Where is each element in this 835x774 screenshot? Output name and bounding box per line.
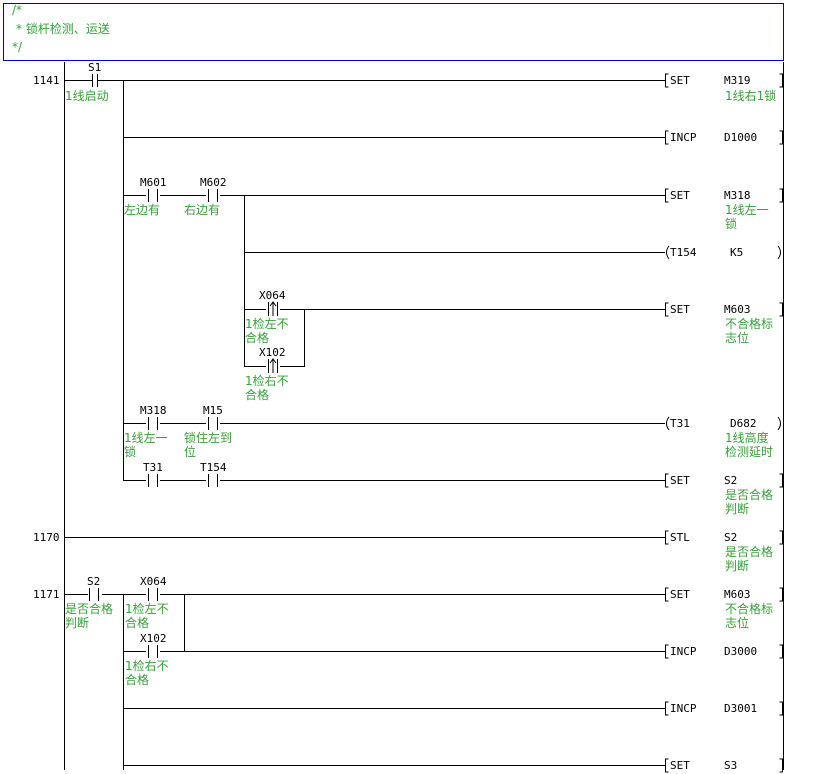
- instruction-operand: M318: [724, 189, 751, 202]
- contact-label: X064: [140, 575, 167, 588]
- instruction-set-s2[interactable]: SET S2 是否合格 判断: [665, 473, 783, 516]
- contact-comment: 1检左不: [245, 316, 289, 331]
- instruction-name: SET: [670, 74, 690, 87]
- contact-label: S2: [87, 575, 100, 588]
- timer-coil-t154[interactable]: T154 K5: [666, 245, 781, 260]
- instruction-comment: 检测延时: [725, 444, 773, 459]
- instruction-comment: 判断: [725, 558, 749, 573]
- instruction-comment: 判断: [725, 501, 749, 516]
- instruction-name: T154: [670, 246, 697, 259]
- instruction-comment: 不合格标: [725, 601, 773, 616]
- instruction-name: SET: [670, 474, 690, 487]
- instruction-comment: 志位: [725, 615, 749, 630]
- instruction-incp-d3001[interactable]: INCP D3001: [665, 701, 783, 716]
- instruction-comment: 1线右1锁: [725, 88, 776, 103]
- instruction-name: T31: [670, 417, 690, 430]
- instruction-incp-d1000[interactable]: INCP D1000: [665, 130, 783, 145]
- instruction-operand: D682: [730, 417, 757, 430]
- contact-comment: 锁住左到: [184, 430, 232, 445]
- instruction-name: INCP: [670, 645, 697, 658]
- contact-comment: 1检右不: [245, 373, 289, 388]
- timer-coil-t31[interactable]: T31 D682 1线高度 检测延时: [666, 416, 781, 459]
- contact-comment: 右边有: [184, 202, 220, 217]
- instruction-comment: 不合格标: [725, 316, 773, 331]
- instruction-set-m319[interactable]: SET M319 1线右1锁: [665, 73, 783, 103]
- instruction-set-m318[interactable]: SET M318 1线左一 锁: [665, 188, 783, 231]
- comment-line-3: */: [12, 40, 23, 54]
- contact-label: M15: [203, 404, 223, 417]
- contact-m15[interactable]: M15 锁住左到 位: [184, 404, 232, 459]
- instruction-name: INCP: [670, 702, 697, 715]
- instruction-operand: M603: [724, 303, 751, 316]
- contact-x064-rising-edge[interactable]: X064 1检左不 合格: [245, 289, 289, 345]
- instruction-name: SET: [670, 189, 690, 202]
- contact-label: T31: [143, 461, 163, 474]
- contact-comment: 1检左不: [125, 601, 169, 616]
- contact-s2[interactable]: S2 是否合格 判断: [65, 575, 113, 630]
- header-comment-block[interactable]: /* * 锁杆检测、运送 */: [3, 3, 784, 61]
- step-number-1171: 1171: [33, 588, 60, 601]
- instruction-name: STL: [670, 531, 690, 544]
- contact-comment: 合格: [245, 330, 269, 345]
- contact-s1[interactable]: S1 1线启动: [65, 61, 109, 103]
- contact-label: M318: [140, 404, 167, 417]
- instruction-comment: 1线高度: [725, 430, 769, 445]
- contact-x102[interactable]: X102 1检右不 合格: [125, 632, 169, 687]
- instruction-operand: D3001: [724, 702, 757, 715]
- contact-x102-rising-edge[interactable]: X102 1检右不 合格: [245, 346, 289, 402]
- contact-label: M601: [140, 176, 167, 189]
- instruction-name: INCP: [670, 131, 697, 144]
- contact-comment: 合格: [125, 615, 149, 630]
- instruction-operand: S2: [724, 531, 737, 544]
- instruction-set-m603[interactable]: SET M603 不合格标 志位: [665, 302, 783, 345]
- instruction-comment: 志位: [725, 330, 749, 345]
- instruction-comment: 是否合格: [725, 544, 773, 559]
- contact-t31[interactable]: T31: [143, 461, 163, 487]
- step-number-1141: 1141: [33, 74, 60, 87]
- instruction-name: SET: [670, 303, 690, 316]
- instruction-name: SET: [670, 759, 690, 772]
- wiring: [64, 80, 665, 770]
- contact-label: X102: [140, 632, 167, 645]
- contact-m602[interactable]: M602 右边有: [184, 176, 227, 217]
- contact-label: X064: [259, 289, 286, 302]
- contact-comment: 左边有: [124, 202, 160, 217]
- instruction-comment: 1线左一: [725, 202, 769, 217]
- contact-m601[interactable]: M601 左边有: [124, 176, 167, 217]
- instruction-set-m603-2[interactable]: SET M603 不合格标 志位: [665, 587, 783, 630]
- step-number-1170: 1170: [33, 531, 60, 544]
- contact-comment: 合格: [125, 672, 149, 687]
- instruction-comment: 是否合格: [725, 487, 773, 502]
- contact-comment: 合格: [245, 387, 269, 402]
- contact-label: X102: [259, 346, 286, 359]
- instruction-operand: M603: [724, 588, 751, 601]
- contact-comment: 是否合格: [65, 601, 113, 616]
- contact-comment: 1线左一: [124, 430, 168, 445]
- instruction-set-s3[interactable]: SET S3: [665, 758, 783, 773]
- contact-label: T154: [200, 461, 227, 474]
- instruction-operand: K5: [730, 246, 743, 259]
- instruction-operand: D3000: [724, 645, 757, 658]
- instruction-comment: 锁: [725, 216, 737, 231]
- instruction-operand: S2: [724, 474, 737, 487]
- instruction-incp-d3000[interactable]: INCP D3000: [665, 644, 783, 659]
- contact-x064[interactable]: X064 1检左不 合格: [125, 575, 169, 630]
- contact-comment: 位: [184, 444, 196, 459]
- comment-line-2: * 锁杆检测、运送: [16, 21, 110, 36]
- instruction-operand: D1000: [724, 131, 757, 144]
- instruction-name: SET: [670, 588, 690, 601]
- comment-line-1: /*: [12, 3, 22, 17]
- contact-label: M602: [200, 176, 227, 189]
- contact-comment: 锁: [124, 444, 136, 459]
- contact-comment: 1线启动: [65, 89, 109, 103]
- contact-label: S1: [88, 61, 101, 74]
- contact-comment: 判断: [65, 615, 89, 630]
- instruction-operand: M319: [724, 74, 751, 87]
- contact-m318[interactable]: M318 1线左一 锁: [124, 404, 168, 459]
- instruction-operand: S3: [724, 759, 737, 772]
- instruction-stl-s2[interactable]: STL S2 是否合格 判断: [665, 530, 783, 573]
- contact-t154[interactable]: T154: [200, 461, 227, 487]
- contact-comment: 1检右不: [125, 658, 169, 673]
